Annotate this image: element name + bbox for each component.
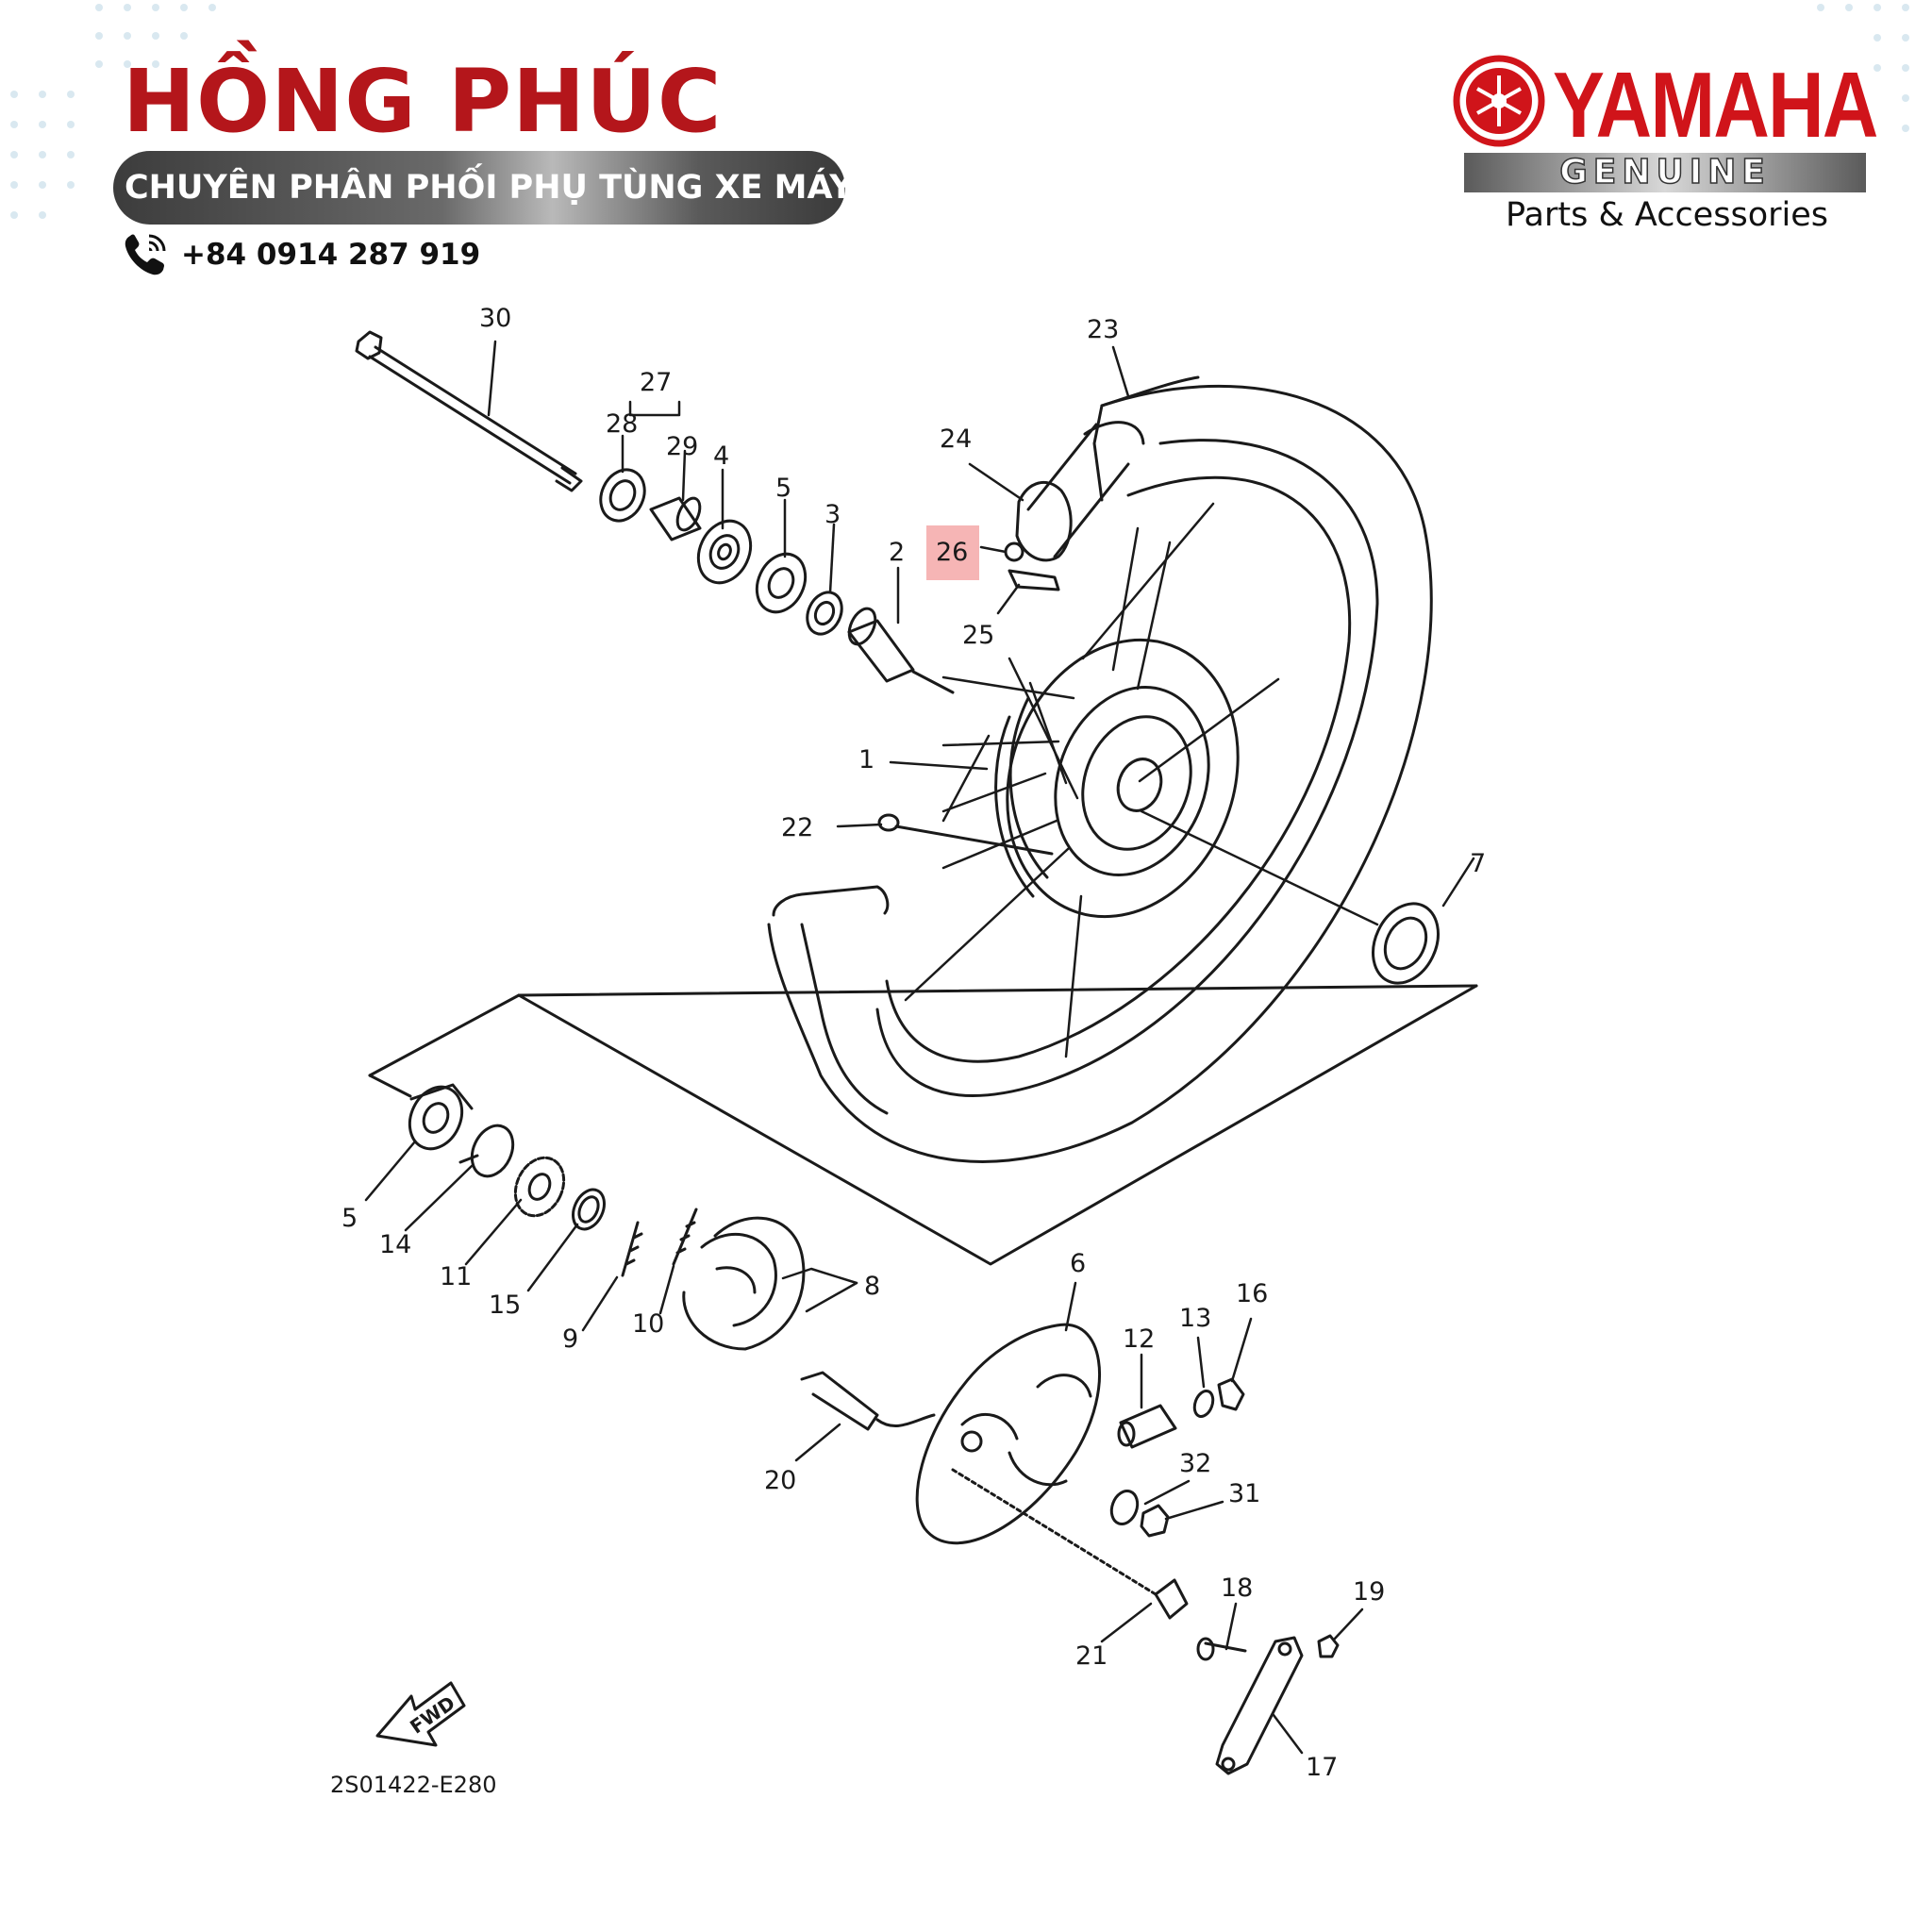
- brand-tagline: CHUYÊN PHÂN PHỐI PHỤ TÙNG XE MÁY: [113, 151, 854, 225]
- part-spoke-nipple-22: [877, 813, 1054, 856]
- part-washer-13: [1192, 1389, 1215, 1419]
- part-brake-shoes-8: [682, 1216, 806, 1351]
- part-spacer-2: [847, 607, 955, 694]
- label-30: 30: [479, 304, 511, 333]
- label-10: 10: [632, 1309, 664, 1339]
- dot-pattern-left: [10, 4, 216, 219]
- leader-lines: [364, 340, 1475, 1755]
- part-bearing-5-lower: [408, 1083, 474, 1151]
- highlight-part-26: [926, 525, 979, 580]
- part-collar-28: [599, 468, 646, 523]
- part-spring-9: [621, 1221, 643, 1277]
- part-tube: [1015, 421, 1145, 562]
- label-18: 18: [1221, 1574, 1253, 1603]
- label-11: 11: [440, 1262, 472, 1291]
- label-4: 4: [713, 441, 729, 471]
- label-19: 19: [1353, 1577, 1385, 1607]
- part-brake-plate-6: [915, 1323, 1102, 1545]
- yamaha-wordmark: YAMAHA: [1553, 53, 1878, 157]
- label-29: 29: [666, 432, 698, 461]
- diagram-code: 2S01422-E280: [330, 1772, 496, 1798]
- part-spring-10: [672, 1208, 698, 1266]
- label-31: 31: [1228, 1479, 1260, 1508]
- label-17: 17: [1306, 1753, 1338, 1782]
- fwd-arrow-icon: [375, 1681, 466, 1747]
- part-hub: [994, 638, 1240, 919]
- label-24: 24: [940, 425, 972, 454]
- part-indicator-16: [1217, 1377, 1245, 1411]
- part-nut-19: [1317, 1634, 1340, 1658]
- label-27: 27: [640, 368, 672, 397]
- label-15: 15: [489, 1291, 521, 1320]
- label-28: 28: [606, 409, 638, 439]
- part-valve-nut-25: [1008, 569, 1060, 591]
- label-13: 13: [1179, 1304, 1211, 1333]
- label-23: 23: [1087, 315, 1119, 344]
- sub-assembly-frame: [368, 984, 1478, 1266]
- label-12: 12: [1123, 1324, 1155, 1354]
- part-bolt-18: [1196, 1637, 1247, 1661]
- phone-contact[interactable]: +84 0914 287 919: [121, 228, 480, 281]
- label-20: 20: [764, 1466, 796, 1495]
- label-6: 6: [1070, 1249, 1086, 1278]
- part-tire: [767, 375, 1433, 1163]
- part-spacer-29: [649, 496, 702, 541]
- part-plate-21: [951, 1468, 1189, 1620]
- yamaha-tuning-fork-icon: [1453, 55, 1545, 147]
- part-camshaft-20: [800, 1371, 936, 1431]
- label-16: 16: [1236, 1279, 1268, 1308]
- yamaha-genuine-logo: YAMAHA GENUINE Parts & Accessories: [1453, 55, 1878, 234]
- part-lock-washer-14: [458, 1124, 515, 1178]
- genuine-bar: GENUINE: [1464, 152, 1866, 192]
- label-9: 9: [562, 1324, 578, 1354]
- part-axle: [355, 330, 583, 492]
- phone-number: +84 0914 287 919: [181, 238, 481, 272]
- label-26: 26: [936, 538, 968, 567]
- label-1: 1: [858, 745, 874, 774]
- label-5b: 5: [341, 1204, 358, 1233]
- parts-accessories-text: Parts & Accessories: [1506, 196, 1828, 234]
- part-spokes: [904, 502, 1379, 1058]
- label-2: 2: [889, 538, 905, 567]
- part-gear-11: [513, 1156, 566, 1218]
- part-cam-lever-12: [1117, 1404, 1177, 1449]
- part-tension-bar-17: [1215, 1636, 1304, 1775]
- label-7: 7: [1470, 849, 1486, 878]
- label-3: 3: [824, 500, 841, 529]
- part-oil-seal-7: [1372, 902, 1440, 985]
- part-oil-seal-3: [806, 591, 843, 636]
- label-32: 32: [1179, 1449, 1211, 1478]
- part-bearing-4: [696, 519, 753, 585]
- label-5: 5: [775, 474, 791, 503]
- label-8: 8: [864, 1272, 880, 1301]
- label-25: 25: [962, 621, 994, 650]
- label-14: 14: [379, 1230, 411, 1259]
- part-washer-15: [572, 1188, 606, 1231]
- part-washer-32: [1109, 1490, 1140, 1525]
- label-21: 21: [1075, 1641, 1108, 1671]
- part-labels: 30 27 28 29 4 5 3 2 26 24 23 25 1 22 7 5…: [341, 304, 1486, 1782]
- fwd-label: FWD: [406, 1691, 459, 1739]
- part-nut-31: [1140, 1504, 1170, 1538]
- brand-title: HỒNG PHÚC: [123, 51, 723, 152]
- label-22: 22: [781, 813, 813, 842]
- dot-pattern-right: [1817, 4, 1909, 132]
- part-valve-cap-26: [1004, 541, 1024, 562]
- phone-icon: [125, 234, 166, 275]
- part-bearing-5: [755, 552, 808, 614]
